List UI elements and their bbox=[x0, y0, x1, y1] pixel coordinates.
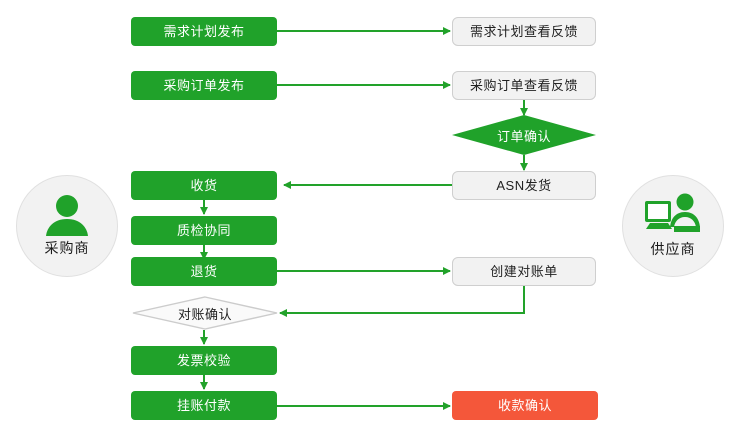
actor-supplier[interactable]: 供应商 bbox=[622, 175, 724, 277]
actor-buyer[interactable]: 采购商 bbox=[16, 175, 118, 277]
node-label: 收款确认 bbox=[497, 398, 552, 413]
edge-statement-to-confirm bbox=[279, 285, 525, 317]
node-label: 退货 bbox=[190, 264, 218, 279]
node-label: 对账确认 bbox=[177, 306, 232, 322]
node-label: 挂账付款 bbox=[176, 398, 231, 413]
node-demand-plan-feedback[interactable]: 需求计划查看反馈 bbox=[452, 17, 596, 46]
node-label: ASN发货 bbox=[496, 178, 552, 193]
node-po-publish[interactable]: 采购订单发布 bbox=[131, 71, 277, 100]
node-pending-payment[interactable]: 挂账付款 bbox=[131, 391, 277, 420]
node-receipt-confirm[interactable]: 收款确认 bbox=[452, 391, 598, 420]
node-label: 采购订单发布 bbox=[163, 78, 245, 93]
actor-buyer-label: 采购商 bbox=[44, 240, 90, 256]
person-at-computer-icon bbox=[644, 193, 702, 237]
node-label: 采购订单查看反馈 bbox=[469, 78, 578, 93]
node-return-goods[interactable]: 退货 bbox=[131, 257, 277, 286]
node-label: 创建对账单 bbox=[490, 264, 558, 279]
diamond-shape bbox=[452, 115, 596, 155]
actor-supplier-label: 供应商 bbox=[650, 241, 696, 257]
node-asn-shipment[interactable]: ASN发货 bbox=[452, 171, 596, 200]
node-receive-goods[interactable]: 收货 bbox=[131, 171, 277, 200]
node-demand-plan-publish[interactable]: 需求计划发布 bbox=[131, 17, 277, 46]
node-label: 质检协同 bbox=[176, 223, 231, 238]
node-create-statement[interactable]: 创建对账单 bbox=[452, 257, 596, 286]
node-po-feedback[interactable]: 采购订单查看反馈 bbox=[452, 71, 596, 100]
node-order-confirm[interactable]: 订单确认 bbox=[452, 115, 596, 155]
node-statement-confirm[interactable]: 对账确认 bbox=[132, 296, 278, 330]
node-label: 收货 bbox=[190, 178, 218, 193]
node-label: 需求计划发布 bbox=[163, 24, 245, 39]
node-quality-collab[interactable]: 质检协同 bbox=[131, 216, 277, 245]
node-label: 发票校验 bbox=[176, 353, 231, 368]
node-invoice-verify[interactable]: 发票校验 bbox=[131, 346, 277, 375]
diamond-shape bbox=[132, 296, 278, 330]
node-label: 需求计划查看反馈 bbox=[469, 24, 578, 39]
person-icon bbox=[44, 194, 90, 236]
node-label: 订单确认 bbox=[496, 128, 551, 144]
